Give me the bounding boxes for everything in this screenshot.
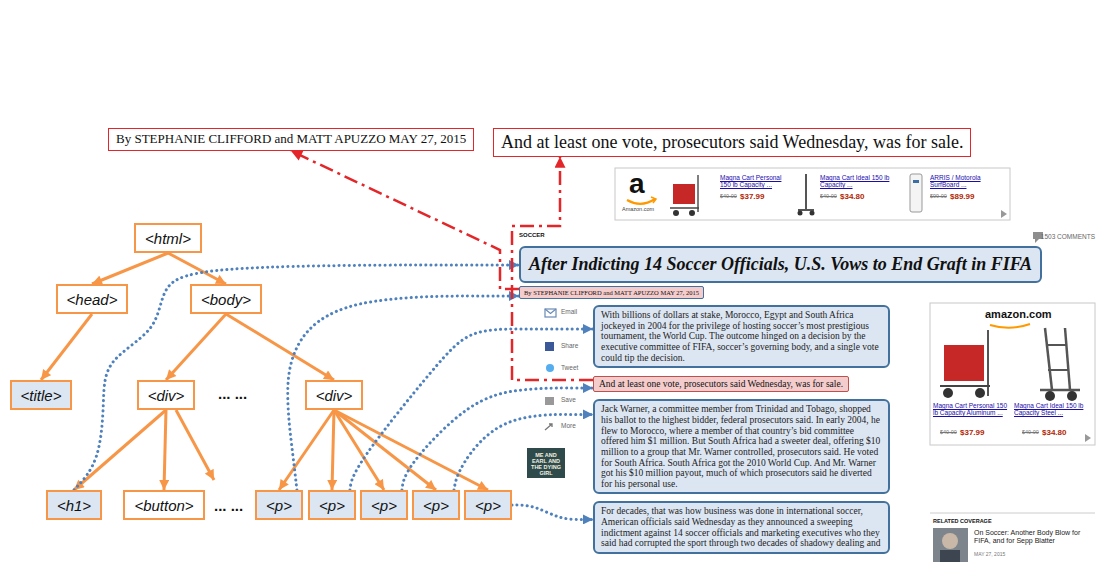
- tag-name: <p>: [266, 497, 292, 514]
- byline-block: By STEPHANIE CLIFFORD and MATT APUZZO MA…: [519, 286, 704, 299]
- tree-edge: [41, 314, 92, 380]
- old-price: $99.00: [930, 193, 947, 199]
- callout-text: By STEPHANIE CLIFFORD and MATT APUZZO MA…: [116, 132, 466, 147]
- dom-node: <div>: [305, 380, 364, 410]
- tree-branch: [176, 410, 214, 480]
- banner-ad: [615, 168, 1010, 220]
- tree-edge: [279, 410, 334, 490]
- mapping-arrow: [288, 296, 519, 490]
- dom-node: <p>: [308, 490, 356, 520]
- share-label: Email: [561, 308, 577, 315]
- sale-price: $37.99: [960, 428, 984, 437]
- ad-logo: amazon.com: [985, 308, 1052, 320]
- paragraph-block: With billions of dollars at stake, Moroc…: [593, 305, 890, 368]
- ad-product: Magna Cart Personal 150 lb Capacity ...: [720, 174, 792, 189]
- tree-edge: [74, 410, 166, 490]
- tag-name: <title>: [21, 387, 62, 404]
- related-link: On Soccer: Another Body Blow for FIFA, a…: [974, 529, 1094, 546]
- tag-name: <div>: [148, 387, 185, 404]
- callout-box: And at least one vote, prosecutors said …: [493, 128, 971, 157]
- tree-edge: [334, 410, 436, 490]
- ad-logo: a: [629, 170, 645, 198]
- share-label: Share: [561, 342, 578, 349]
- section-name: SOCCER: [519, 232, 545, 238]
- dom-node: <p>: [464, 490, 512, 520]
- paragraph-text: And at least one vote, prosecutors said …: [599, 379, 843, 389]
- poster-title: ME AND EARL AND THE DYING GIRL: [528, 452, 564, 476]
- tag-name: <html>: [145, 230, 191, 247]
- sale-price: $89.99: [950, 192, 974, 201]
- ad-product: Magna Cart Ideal 150 lb Capacity Steel .…: [1014, 402, 1092, 417]
- paragraph-text: Jack Warner, a committee member from Tri…: [601, 404, 882, 489]
- ad-product: Magna Cart Ideal 150 lb Capacity ...: [820, 174, 894, 189]
- ellipsis: ... ...: [214, 497, 243, 514]
- mapping-arrow: [454, 414, 593, 490]
- dom-node: <div>: [137, 380, 196, 410]
- tag-name: <p>: [371, 497, 397, 514]
- mapping-arrow: [74, 265, 519, 490]
- callout-box: By STEPHANIE CLIFFORD and MATT APUZZO MA…: [108, 128, 474, 151]
- highlight-arrow: [291, 151, 519, 289]
- tag-name: <div>: [316, 387, 353, 404]
- share-label: More: [561, 422, 576, 429]
- tag-name: <p>: [475, 497, 501, 514]
- paragraph-block: And at least one vote, prosecutors said …: [593, 376, 849, 392]
- tree-edge: [166, 314, 226, 380]
- old-price: $40.00: [940, 429, 957, 435]
- paragraph-block: Jack Warner, a committee member from Tri…: [593, 399, 890, 494]
- dom-node: <title>: [10, 380, 73, 410]
- tree-edge: [332, 410, 334, 490]
- tag-name: <button>: [134, 497, 193, 514]
- side-ad: [930, 303, 1095, 445]
- headline-block: After Indicting 14 Soccer Officials, U.S…: [519, 246, 1042, 283]
- old-price: $40.00: [820, 193, 837, 199]
- dom-node: <p>: [255, 490, 303, 520]
- mapping-arrow: [350, 329, 593, 490]
- sale-price: $34.80: [1042, 428, 1066, 437]
- ellipsis: ... ...: [218, 385, 247, 402]
- tree-edge: [334, 410, 384, 490]
- dom-node: <p>: [412, 490, 460, 520]
- tree-edge: [92, 253, 168, 284]
- sale-price: $37.99: [740, 192, 764, 201]
- byline-text: By STEPHANIE CLIFFORD and MATT APUZZO MA…: [524, 289, 699, 296]
- sale-price: $34.80: [840, 192, 864, 201]
- share-icons: [527, 309, 565, 478]
- section-name: RELATED COVERAGE: [933, 518, 992, 524]
- dom-node: <p>: [360, 490, 408, 520]
- mapping-arrow: [512, 505, 593, 519]
- ad-product: Magna Cart Personal 150 lb Capacity Alum…: [933, 402, 1013, 417]
- tag-name: <p>: [319, 497, 345, 514]
- paragraph-block: For decades, that was how business was d…: [593, 501, 890, 554]
- paragraph-text: With billions of dollars at stake, Moroc…: [601, 310, 882, 363]
- tree-edge: [226, 314, 334, 380]
- old-price: $40.00: [720, 193, 737, 199]
- date: MAY 27, 2015: [974, 551, 1005, 557]
- ad-brand: Amazon.com: [622, 206, 654, 212]
- headline-text: After Indicting 14 Soccer Officials, U.S…: [529, 254, 1032, 275]
- share-label: Tweet: [561, 364, 578, 371]
- dom-node: <head>: [56, 284, 129, 314]
- mapping-arrow: [402, 388, 593, 490]
- dom-node: <h1>: [46, 490, 102, 520]
- tag-name: <body>: [201, 291, 251, 308]
- callout-text: And at least one vote, prosecutors said …: [501, 132, 963, 153]
- tag-name: <p>: [423, 497, 449, 514]
- tree-edge: [334, 410, 488, 490]
- old-price: $40.00: [1022, 429, 1039, 435]
- tree-edge: [168, 253, 226, 284]
- paragraph-text: For decades, that was how business was d…: [601, 506, 882, 549]
- tag-name: <head>: [67, 291, 118, 308]
- tree-edge: [164, 410, 166, 490]
- dom-node: <button>: [123, 490, 204, 520]
- dom-node: <html>: [134, 223, 202, 253]
- comment-count: 1503 COMMENTS: [1041, 233, 1095, 240]
- ad-product: ARRIS / Motorola SurfBoard ...: [930, 174, 1002, 189]
- tag-name: <h1>: [57, 497, 91, 514]
- dom-node: <body>: [190, 284, 262, 314]
- related-thumbnail: [930, 513, 1095, 562]
- share-label: Save: [561, 396, 576, 403]
